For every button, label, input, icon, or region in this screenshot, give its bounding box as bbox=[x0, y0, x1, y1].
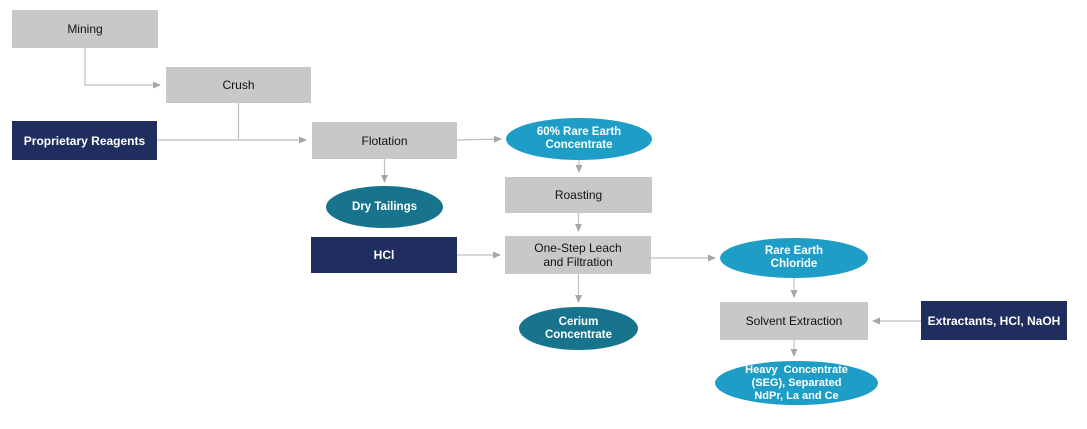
node-one-step-leach-label: One-Step Leach and Filtration bbox=[534, 241, 622, 269]
node-heavy-concentrate-label: Heavy Concentrate (SEG), Separated NdPr,… bbox=[745, 363, 848, 402]
node-roasting-label: Roasting bbox=[554, 188, 603, 202]
node-one-step-leach: One-Step Leach and Filtration bbox=[505, 236, 651, 274]
node-hcl-label: HCl bbox=[373, 248, 395, 262]
node-extractants: Extractants, HCl, NaOH bbox=[921, 301, 1067, 340]
node-flotation-label: Flotation bbox=[361, 133, 408, 148]
node-heavy-concentrate: Heavy Concentrate (SEG), Separated NdPr,… bbox=[715, 361, 878, 405]
node-cerium-concentrate-label: Cerium Concentrate bbox=[544, 315, 613, 341]
node-crush-label: Crush bbox=[222, 78, 255, 92]
node-mining-label: Mining bbox=[67, 22, 103, 36]
node-rare-earth-concentrate-label: 60% Rare Earth Concentrate bbox=[536, 126, 622, 151]
node-proprietary-reagents: Proprietary Reagents bbox=[12, 121, 157, 160]
node-dry-tailings: Dry Tailings bbox=[326, 186, 443, 228]
node-solvent-extraction: Solvent Extraction bbox=[720, 302, 868, 340]
node-rare-earth-chloride-label: Rare Earth Chloride bbox=[764, 245, 824, 270]
node-rare-earth-concentrate: 60% Rare Earth Concentrate bbox=[506, 118, 652, 160]
node-mining: Mining bbox=[12, 10, 158, 48]
arrow-flotation-to-concentrate bbox=[456, 135, 502, 143]
node-rare-earth-chloride: Rare Earth Chloride bbox=[720, 238, 868, 278]
node-flotation: Flotation bbox=[312, 122, 457, 159]
node-proprietary-reagents-label: Proprietary Reagents bbox=[23, 133, 146, 148]
node-dry-tailings-label: Dry Tailings bbox=[352, 200, 417, 213]
arrow-mining-to-crush bbox=[84, 48, 161, 89]
node-hcl: HCl bbox=[311, 237, 457, 273]
node-extractants-label: Extractants, HCl, NaOH bbox=[927, 313, 1061, 328]
node-cerium-concentrate: Cerium Concentrate bbox=[519, 307, 638, 350]
node-crush: Crush bbox=[166, 67, 311, 103]
node-solvent-extraction-label: Solvent Extraction bbox=[745, 314, 843, 328]
node-roasting: Roasting bbox=[505, 177, 652, 213]
